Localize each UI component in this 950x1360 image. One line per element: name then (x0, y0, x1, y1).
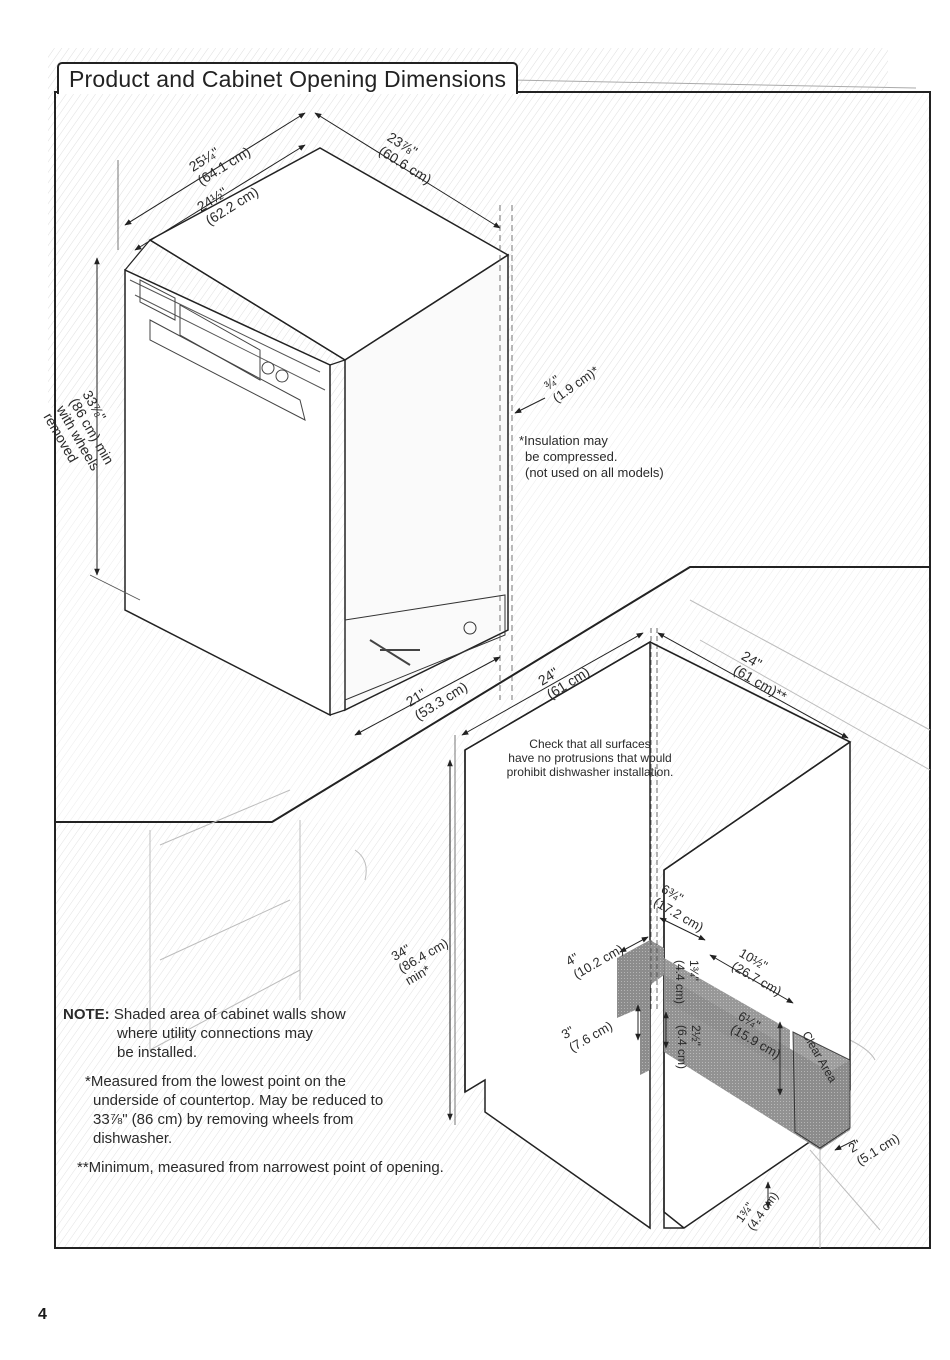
shaded-area-left (617, 940, 650, 1075)
note-label: NOTE: (63, 1006, 110, 1023)
clear-area-box (792, 1031, 851, 1149)
label-floor-2: 2½" (6.4 cm) (675, 1024, 704, 1070)
dim-line-cabinet-depth (461, 632, 644, 736)
dim-line-depth-body (134, 144, 306, 251)
dishwasher-drawing (56, 93, 929, 823)
dim-line-toe (834, 1139, 856, 1151)
insulation-note: *Insulation may be compressed. (not used… (519, 433, 664, 480)
page-heading: Product and Cabinet Opening Dimensions (57, 62, 519, 94)
dim-line-back-w (709, 954, 794, 1004)
label-floor-1: 1¾" (4.4 cm) (673, 959, 702, 1005)
surface-check-note: Check that all surfaces have no protrusi… (506, 737, 674, 779)
dishwasher-side (344, 253, 509, 712)
dim-line-shaded-w (659, 917, 706, 941)
cabinet-opening (447, 628, 856, 1230)
dim-line-width-top (314, 112, 501, 229)
dim-line-insulation (514, 397, 546, 414)
dim-line-cabinet-width (657, 632, 849, 739)
notes-block: NOTE: Shaded area of cabinet walls show … (63, 1006, 444, 1176)
page-number: 4 (38, 1306, 47, 1323)
dim-line-side-depth (619, 936, 649, 953)
shaded-area-back (664, 958, 790, 1072)
